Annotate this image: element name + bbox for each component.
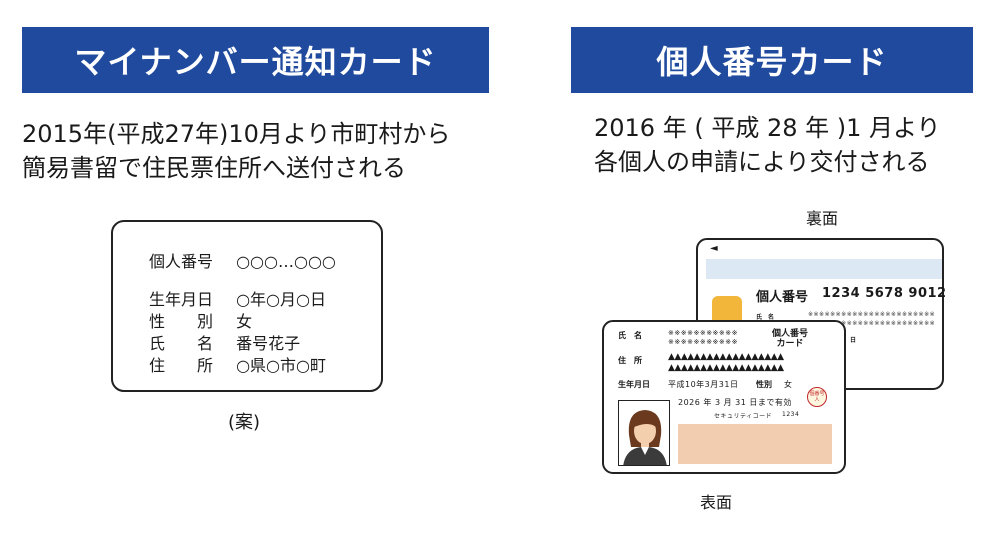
face-photo (618, 400, 670, 466)
card-label-name: 氏名 (149, 334, 213, 353)
notification-card-description: 2015年(平成27年)10月より市町村から 簡易書留で住民票住所へ送付される (22, 117, 450, 185)
card-brand-logo: 個人番号 カード (772, 329, 809, 349)
front-name-label: 氏 名 (618, 331, 642, 340)
individual-number-card-banner: 個人番号カード (571, 27, 973, 93)
person-portrait-icon (623, 410, 667, 465)
description-line-1: 2016 年 ( 平成 28 年 )1 月より (594, 114, 941, 142)
front-valid-text: 2026 年 3 月 31 日まで有効 (678, 398, 792, 407)
front-sex-label: 性別 (756, 380, 772, 389)
front-dob-label: 生年月日 (618, 380, 650, 389)
front-sex-value: 女 (784, 380, 793, 389)
back-number-value: 1234 5678 9012 (822, 286, 947, 301)
front-security-value: 1234 (782, 411, 800, 418)
card-label-sex: 性別 (149, 312, 213, 331)
back-dob-small: 日 (850, 337, 857, 344)
description-line-2: 各個人の申請により交付される (594, 148, 930, 176)
back-name-label: 氏 名 (756, 314, 775, 321)
front-side-caption: 表面 (700, 493, 733, 512)
front-security-label: セキュリティコード (714, 413, 773, 420)
card-row-number: 個人番号 ○○○…○○○ (149, 248, 336, 272)
magnetic-band (706, 259, 942, 279)
back-stars-line-1: ※※※※※※※※※※※※※※※※※※※※※※※ (808, 311, 936, 318)
notification-card-illustration: 個人番号 ○○○…○○○ 生年月日 ○年○月○日 性別 女 氏名 番号花子 住所… (111, 220, 383, 392)
signature-area (678, 424, 832, 464)
front-address-tris-2: ▲▲▲▲▲▲▲▲▲▲▲▲▲▲▲▲▲▲ (668, 363, 784, 373)
card-row-dob: 生年月日 ○年○月○日 (149, 286, 326, 310)
draft-caption: (案) (228, 412, 261, 433)
front-dob-value: 平成10年3月31日 (668, 380, 739, 389)
front-address-label: 住 所 (618, 356, 642, 365)
back-number-label: 個人番号 (756, 290, 809, 305)
card-value-name: 番号花子 (236, 334, 301, 353)
description-line-2: 簡易書留で住民票住所へ送付される (22, 154, 406, 182)
seal-stamp-icon: 個番号人 (807, 387, 827, 407)
back-stars-line-2: ※※※※※※※※※※※※※※※※※※※※※※※ (808, 320, 936, 327)
description-line-1: 2015年(平成27年)10月より市町村から (22, 120, 451, 148)
card-value-dob: ○年○月○日 (236, 290, 326, 309)
card-label-number: 個人番号 (149, 252, 214, 271)
card-row-name: 氏名 番号花子 (149, 330, 300, 354)
card-label-dob: 生年月日 (149, 290, 214, 309)
card-label-address: 住所 (149, 356, 213, 375)
card-row-sex: 性別 女 (149, 308, 252, 332)
card-value-number: ○○○…○○○ (236, 252, 336, 271)
notification-card-banner: マイナンバー通知カード (22, 27, 489, 93)
card-row-address: 住所 ○県○市○町 (149, 352, 326, 376)
front-name-stars-1: ※※※※※※※※※※※ (668, 329, 739, 337)
card-value-sex: 女 (236, 312, 253, 331)
back-side-caption: 裏面 (806, 209, 839, 228)
front-address-tris-1: ▲▲▲▲▲▲▲▲▲▲▲▲▲▲▲▲▲▲ (668, 352, 784, 362)
triangle-marker-icon: ◄ (710, 243, 718, 254)
front-name-stars-2: ※※※※※※※※※※※ (668, 338, 739, 346)
individual-card-description: 2016 年 ( 平成 28 年 )1 月より 各個人の申請により交付される (594, 111, 941, 179)
card-front-illustration: 氏 名 ※※※※※※※※※※※ ※※※※※※※※※※※ 個人番号 カード 住 所… (602, 320, 846, 474)
card-value-address: ○県○市○町 (236, 356, 326, 375)
